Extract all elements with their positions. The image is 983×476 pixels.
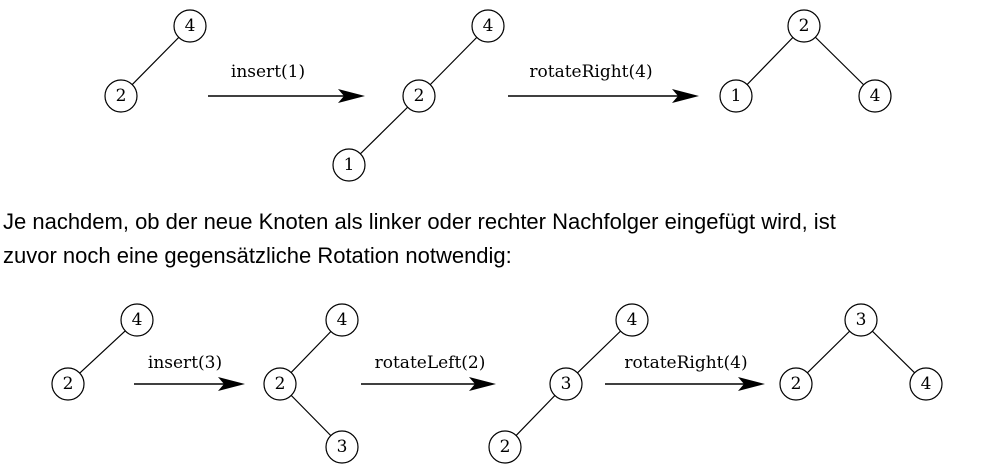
svg-text:2: 2 (500, 437, 511, 457)
svg-text:1: 1 (731, 86, 742, 106)
svg-text:2: 2 (799, 16, 810, 36)
bottom-tree-1: 4 2 (51, 303, 154, 401)
operation-label: rotateLeft(2) (375, 353, 486, 373)
svg-text:3: 3 (337, 437, 348, 457)
tree-node: 4 (173, 9, 207, 43)
tree-node: 4 (909, 367, 943, 401)
tree-node: 4 (615, 303, 649, 337)
svg-text:2: 2 (414, 86, 425, 106)
operation-label: insert(1) (231, 62, 305, 82)
operation-label: insert(3) (148, 353, 222, 373)
svg-text:4: 4 (185, 16, 196, 36)
tree-node: 2 (787, 9, 821, 43)
tree-node: 2 (402, 79, 436, 113)
svg-text:2: 2 (63, 374, 74, 394)
operation-arrow: rotateLeft(2) (361, 353, 496, 391)
svg-text:2: 2 (275, 374, 286, 394)
operation-label: rotateRight(4) (529, 62, 652, 82)
svg-text:3: 3 (561, 374, 572, 394)
svg-text:4: 4 (921, 374, 932, 394)
explanation-paragraph: Je nachdem, ob der neue Knoten als linke… (3, 205, 981, 273)
explanation-line-1: Je nachdem, ob der neue Knoten als linke… (3, 209, 836, 234)
svg-text:1: 1 (344, 155, 355, 175)
tree-node: 2 (51, 367, 85, 401)
tree-node: 4 (471, 9, 505, 43)
svg-text:4: 4 (870, 86, 881, 106)
tree-node: 2 (779, 367, 813, 401)
tree-node: 4 (325, 303, 359, 337)
bottom-tree-2: 4 2 3 (263, 303, 359, 464)
tree-node: 3 (325, 430, 359, 464)
svg-text:4: 4 (132, 310, 143, 330)
tree-node: 1 (719, 79, 753, 113)
svg-text:3: 3 (856, 310, 867, 330)
tree-edge (803, 25, 876, 97)
top-tree-2: 4 2 1 (332, 9, 505, 182)
tree-node: 3 (549, 367, 583, 401)
tree-node: 3 (844, 303, 878, 337)
top-tree-3: 2 1 4 (719, 9, 892, 113)
svg-text:2: 2 (116, 86, 127, 106)
svg-text:4: 4 (337, 310, 348, 330)
bottom-tree-3: 4 3 2 (488, 303, 649, 464)
operation-arrow: rotateRight(4) (508, 62, 699, 103)
tree-node: 2 (488, 430, 522, 464)
operation-arrow: rotateRight(4) (605, 353, 765, 391)
tree-node: 1 (332, 148, 366, 182)
svg-text:2: 2 (791, 374, 802, 394)
tree-node: 4 (120, 303, 154, 337)
tree-node: 4 (858, 79, 892, 113)
operation-arrow: insert(1) (208, 62, 365, 103)
svg-text:4: 4 (483, 16, 494, 36)
tree-node: 2 (263, 367, 297, 401)
operation-label: rotateRight(4) (624, 353, 747, 373)
svg-text:4: 4 (627, 310, 638, 330)
operation-arrow: insert(3) (134, 353, 245, 391)
explanation-line-2: zuvor noch eine gegensätzliche Rotation … (3, 243, 512, 268)
bottom-tree-4: 3 2 4 (779, 303, 943, 401)
top-tree-1: 4 2 (104, 9, 207, 113)
tree-node: 2 (104, 79, 138, 113)
